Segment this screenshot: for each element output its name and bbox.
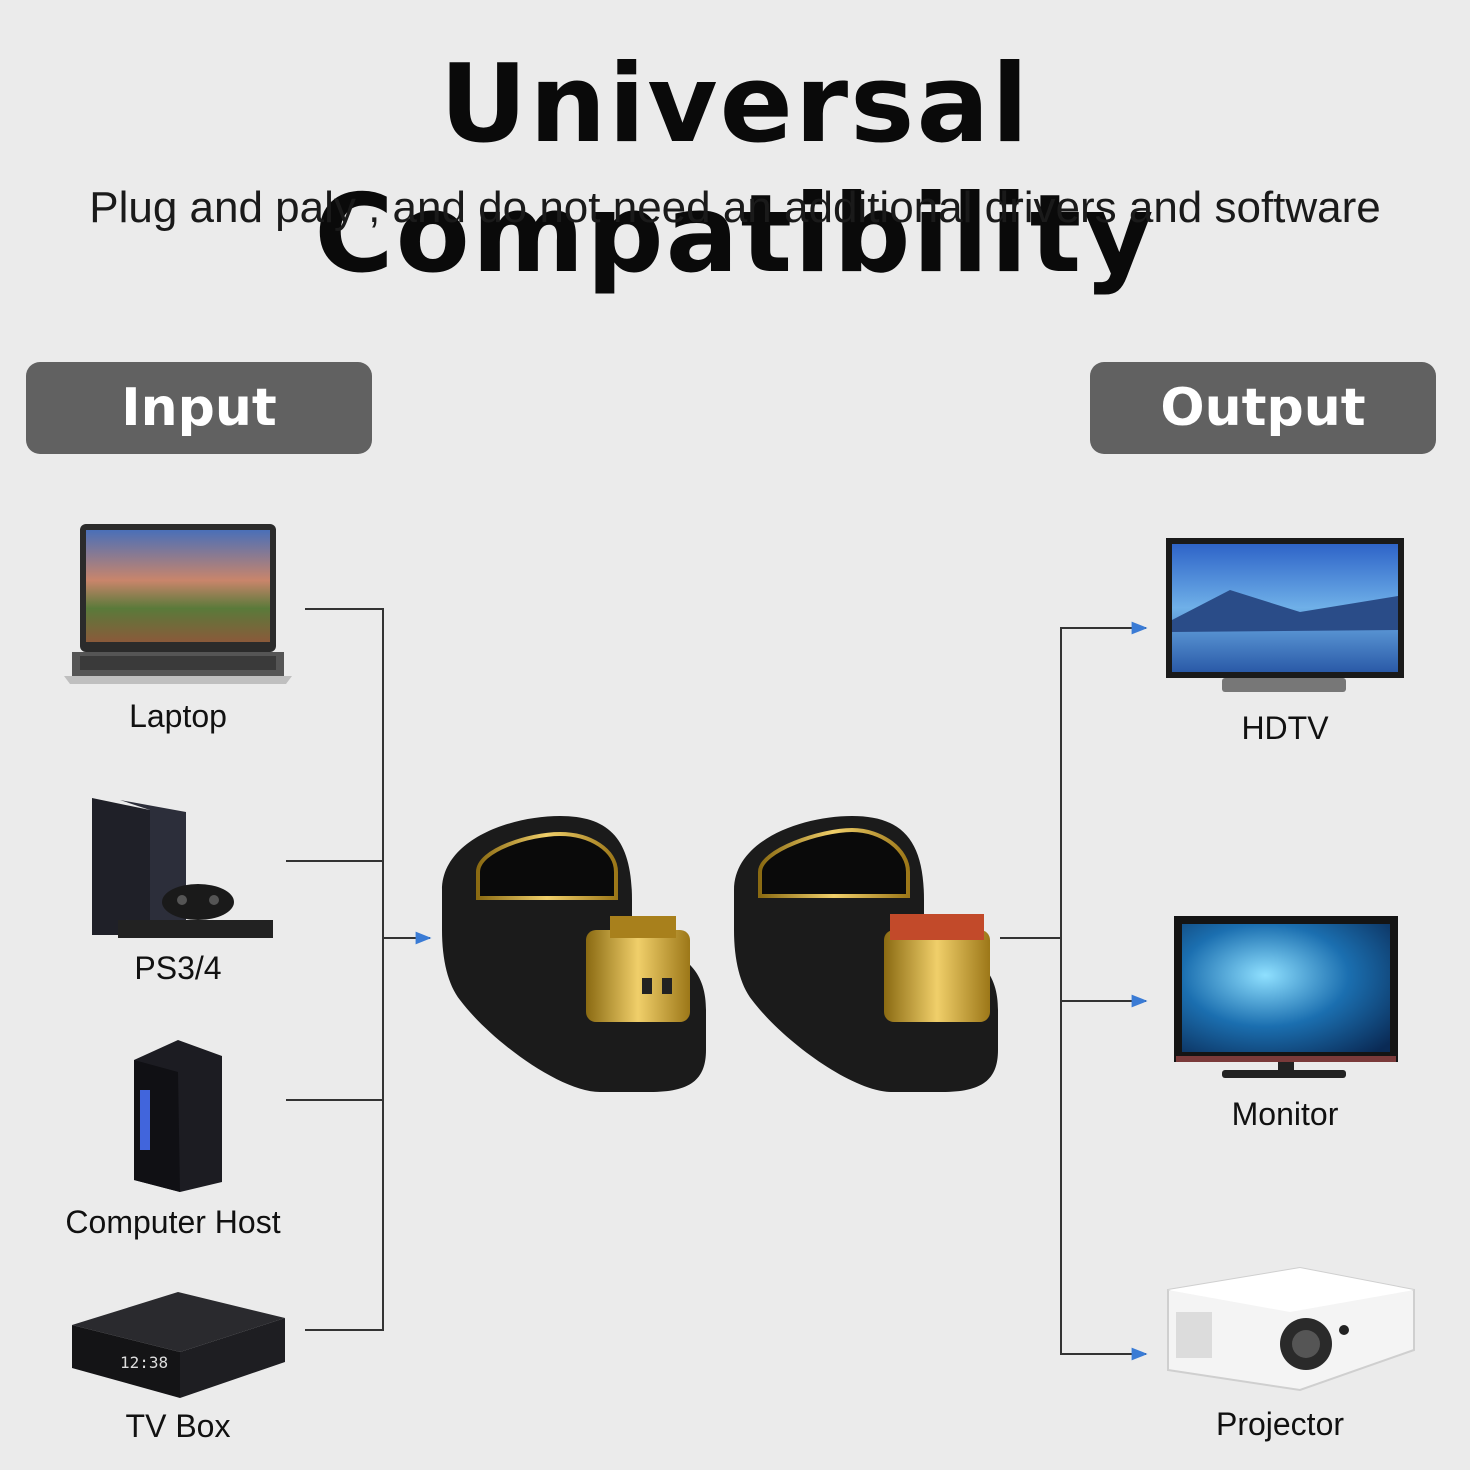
input-device-label: Laptop [129,698,227,734]
desktop-tower-icon [134,1040,222,1192]
input-badge: Input [26,362,372,454]
projector-icon [1167,1266,1415,1392]
input-device-label: PS3/4 [134,950,222,986]
input-device-label: TV Box [125,1408,231,1444]
hdmi-adapter-icon [442,816,998,1092]
monitor-icon [1174,916,1398,1078]
laptop-icon [64,524,292,684]
tv-icon [1166,538,1404,692]
svg-text:12:38: 12:38 [120,1353,168,1372]
page-title: Universal Compatibility [314,42,1156,297]
output-badge: Output [1090,362,1436,454]
output-device-label: HDTV [1241,710,1329,746]
game-console-icon [92,798,273,938]
tv-box-icon: 12:38 [72,1292,285,1398]
input-device-label: Computer Host [65,1204,281,1240]
output-device-label: Projector [1215,1406,1345,1442]
input-connector-lines [286,608,432,1331]
output-device-label: Monitor [1231,1096,1339,1132]
page-subtitle: Plug and paly , and do not need an addit… [89,183,1381,232]
output-connector-lines [1000,621,1148,1361]
